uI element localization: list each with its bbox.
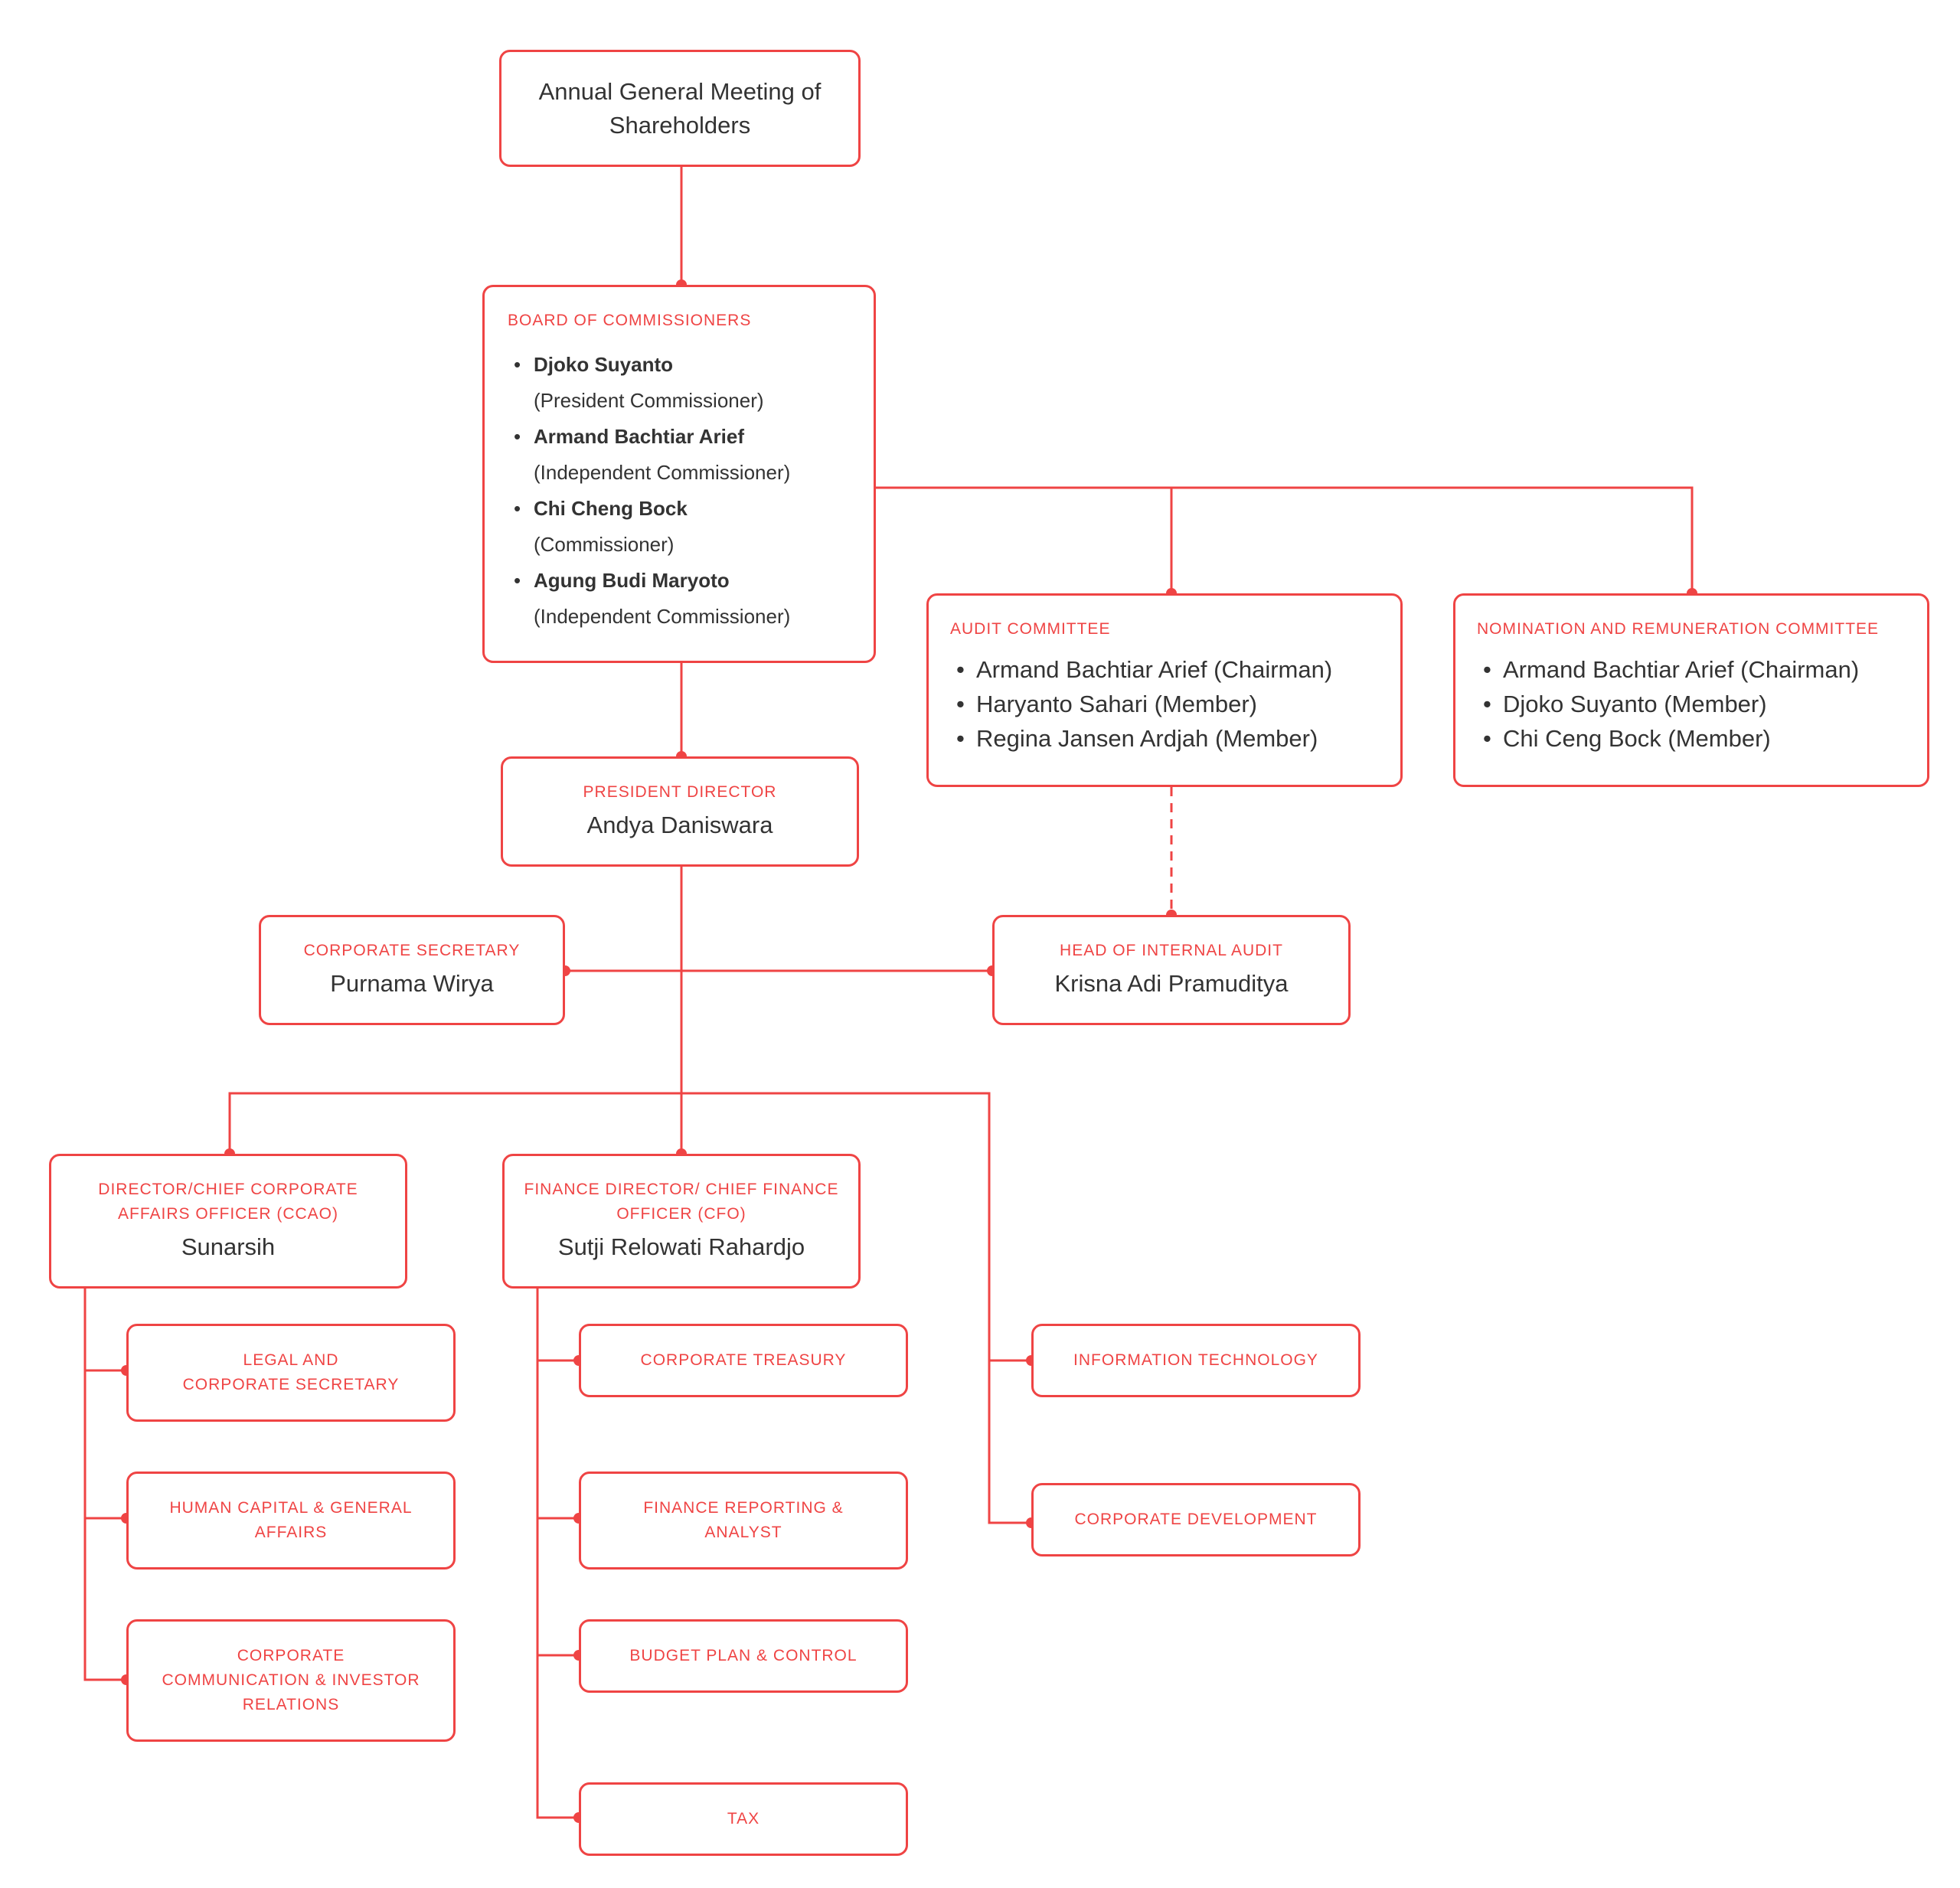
member-name: Armand Bachtiar Arief [534, 425, 744, 448]
president-director-box: PRESIDENT DIRECTOR Andya Daniswara [501, 756, 859, 867]
corporate-secretary-name: Purnama Wirya [330, 970, 494, 997]
internal-audit-box: HEAD OF INTERNAL AUDIT Krisna Adi Pramud… [992, 915, 1351, 1025]
connector-cfo-trunk [536, 1289, 579, 1819]
president-director-heading: PRESIDENT DIRECTOR [583, 783, 777, 801]
internal-audit-name: Krisna Adi Pramuditya [1054, 970, 1289, 997]
president-director-name: Andya Daniswara [586, 812, 773, 838]
member-name: Agung Budi Maryoto [534, 569, 730, 592]
ccao-box: DIRECTOR/CHIEF CORPORATE AFFAIRS OFFICER… [49, 1154, 407, 1289]
dept-legal-corporate-secretary: LEGAL AND CORPORATE SECRETARY [126, 1324, 456, 1422]
dept-information-technology: INFORMATION TECHNOLOGY [1031, 1324, 1361, 1397]
nomination-committee-heading: NOMINATION AND REMUNERATION COMMITTEE [1477, 620, 1880, 638]
committee-member: Chi Ceng Bock (Member) [1477, 721, 1859, 756]
dept-corporate-communication: CORPORATE COMMUNICATION & INVESTOR RELAT… [126, 1619, 456, 1742]
dept-budget-plan-control: BUDGET PLAN & CONTROL [579, 1619, 908, 1693]
member-role: (Independent Commissioner) [534, 461, 791, 484]
board-member: Agung Budi Maryoto (Independent Commissi… [508, 563, 790, 635]
dept-label-line: FINANCE REPORTING & [643, 1499, 844, 1517]
dept-label-line: CORPORATE DEVELOPMENT [1074, 1511, 1318, 1528]
committee-member: Armand Bachtiar Arief (Chairman) [950, 652, 1332, 687]
cfo-heading-line2: OFFICER (CFO) [616, 1205, 746, 1223]
connector-board-committees [876, 486, 1694, 593]
dept-finance-reporting: FINANCE REPORTING & ANALYST [579, 1472, 908, 1570]
ccao-name: Sunarsih [181, 1233, 276, 1260]
dept-corporate-development: CORPORATE DEVELOPMENT [1031, 1483, 1361, 1556]
dept-label-line: TAX [727, 1810, 760, 1828]
cfo-box: FINANCE DIRECTOR/ CHIEF FINANCE OFFICER … [502, 1154, 861, 1289]
board-member: Djoko Suyanto (President Commissioner) [508, 347, 790, 419]
dept-label-line: ANALYST [704, 1524, 782, 1541]
nomination-committee-box: NOMINATION AND REMUNERATION COMMITTEE Ar… [1453, 593, 1929, 787]
dept-label-line: LEGAL AND [243, 1351, 339, 1369]
dept-label-line: CORPORATE SECRETARY [182, 1376, 400, 1393]
dept-label-line: CORPORATE TREASURY [640, 1351, 847, 1369]
agms-box: Annual General Meeting of Shareholders [499, 50, 861, 167]
board-member-list: Djoko Suyanto (President Commissioner) A… [508, 347, 790, 635]
agms-title: Annual General Meeting of Shareholders [538, 77, 822, 139]
ccao-heading-line2: AFFAIRS OFFICER (CCAO) [117, 1205, 338, 1223]
dept-label-line: CORPORATE [237, 1647, 345, 1664]
dept-label-line: BUDGET PLAN & CONTROL [629, 1647, 858, 1664]
member-name: Djoko Suyanto [534, 353, 674, 376]
dept-human-capital: HUMAN CAPITAL & GENERAL AFFAIRS [126, 1472, 456, 1570]
member-name: Chi Cheng Bock [534, 497, 688, 520]
dept-label-line: AFFAIRS [254, 1524, 328, 1541]
committee-member: Djoko Suyanto (Member) [1477, 687, 1859, 721]
board-member: Chi Cheng Bock (Commissioner) [508, 491, 790, 563]
dept-label-line: COMMUNICATION & INVESTOR [162, 1671, 420, 1689]
corporate-secretary-box: CORPORATE SECRETARY Purnama Wirya [259, 915, 565, 1025]
dept-corporate-treasury: CORPORATE TREASURY [579, 1324, 908, 1397]
audit-committee-member-list: Armand Bachtiar Arief (Chairman) Haryant… [950, 652, 1332, 756]
audit-committee-heading: AUDIT COMMITTEE [950, 620, 1111, 638]
member-role: (President Commissioner) [534, 389, 764, 412]
board-heading: BOARD OF COMMISSIONERS [508, 312, 752, 329]
cfo-name: Sutji Relowati Rahardjo [557, 1233, 805, 1260]
committee-member: Haryanto Sahari (Member) [950, 687, 1332, 721]
audit-committee-box: AUDIT COMMITTEE Armand Bachtiar Arief (C… [926, 593, 1403, 787]
corporate-secretary-heading: CORPORATE SECRETARY [303, 942, 521, 959]
nomination-committee-member-list: Armand Bachtiar Arief (Chairman) Djoko S… [1477, 652, 1859, 756]
internal-audit-heading: HEAD OF INTERNAL AUDIT [1060, 942, 1283, 959]
connector-director-bar [228, 1092, 1031, 1524]
cfo-heading-line1: FINANCE DIRECTOR/ CHIEF FINANCE [524, 1181, 839, 1198]
board-member: Armand Bachtiar Arief (Independent Commi… [508, 419, 790, 491]
member-role: (Independent Commissioner) [534, 605, 791, 628]
committee-member: Armand Bachtiar Arief (Chairman) [1477, 652, 1859, 687]
board-of-commissioners-box: BOARD OF COMMISSIONERS Djoko Suyanto (Pr… [482, 285, 876, 663]
dept-label-line: HUMAN CAPITAL & GENERAL [169, 1499, 413, 1517]
connector-ccao-trunk [83, 1289, 126, 1681]
ccao-heading-line1: DIRECTOR/CHIEF CORPORATE [98, 1181, 358, 1198]
committee-member: Regina Jansen Ardjah (Member) [950, 721, 1332, 756]
member-role: (Commissioner) [534, 533, 675, 556]
dept-label-line: INFORMATION TECHNOLOGY [1073, 1351, 1318, 1369]
dept-tax: TAX [579, 1782, 908, 1856]
dept-label-line: RELATIONS [242, 1696, 340, 1713]
